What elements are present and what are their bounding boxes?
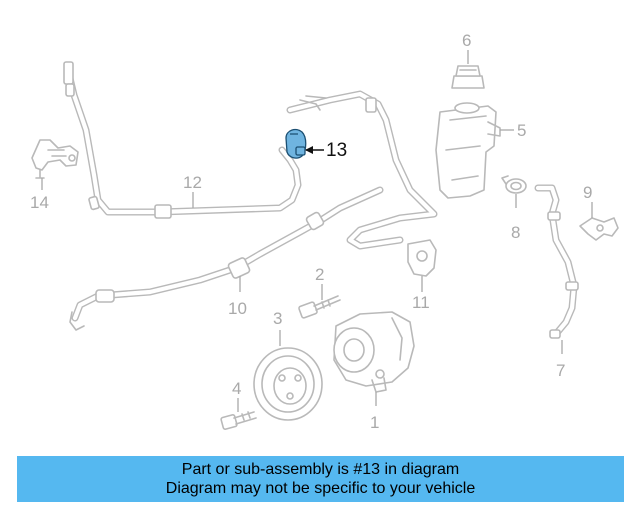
part-9-bracket: [579, 217, 619, 241]
callout-11: 11: [412, 293, 430, 312]
callout-7: 7: [556, 361, 565, 380]
part-10-hose: [69, 186, 384, 331]
banner-line-1: Part or sub-assembly is #13 in diagram: [181, 461, 460, 478]
part-6-cap: [451, 65, 485, 89]
part-14-bracket: [31, 139, 79, 179]
callout-2: 2: [315, 265, 324, 284]
part-2-bolt: [298, 295, 341, 319]
callout-3: 3: [273, 309, 282, 328]
callout-5: 5: [517, 121, 526, 140]
callout-8: 8: [511, 223, 520, 242]
callout-14: 14: [30, 193, 49, 212]
part-1-pump: [333, 311, 415, 393]
callout-12: 12: [183, 173, 202, 192]
parts-diagram: 14 12 13 10 6: [30, 31, 619, 432]
part-5-reservoir: [435, 102, 501, 199]
callout-4: 4: [232, 379, 241, 398]
part-8-clamp: [501, 175, 527, 194]
callout-10: 10: [228, 299, 247, 318]
callout-9: 9: [583, 183, 592, 202]
part-7-hose: [534, 184, 579, 339]
callout-13: 13: [326, 140, 347, 161]
leader-13-arrowhead: [305, 146, 313, 154]
info-banner: Part or sub-assembly is #13 in diagram D…: [17, 456, 624, 502]
callout-1: 1: [370, 413, 379, 432]
part-13-highlighted: [285, 128, 307, 159]
banner-line-2: Diagram may not be specific to your vehi…: [165, 480, 476, 497]
callout-6: 6: [462, 31, 471, 50]
part-4-bolt: [220, 411, 257, 430]
return-line: [286, 90, 438, 250]
part-3-pulley: [253, 347, 323, 421]
part-12-pipe: [63, 61, 302, 219]
part-11-bracket: [407, 239, 437, 277]
